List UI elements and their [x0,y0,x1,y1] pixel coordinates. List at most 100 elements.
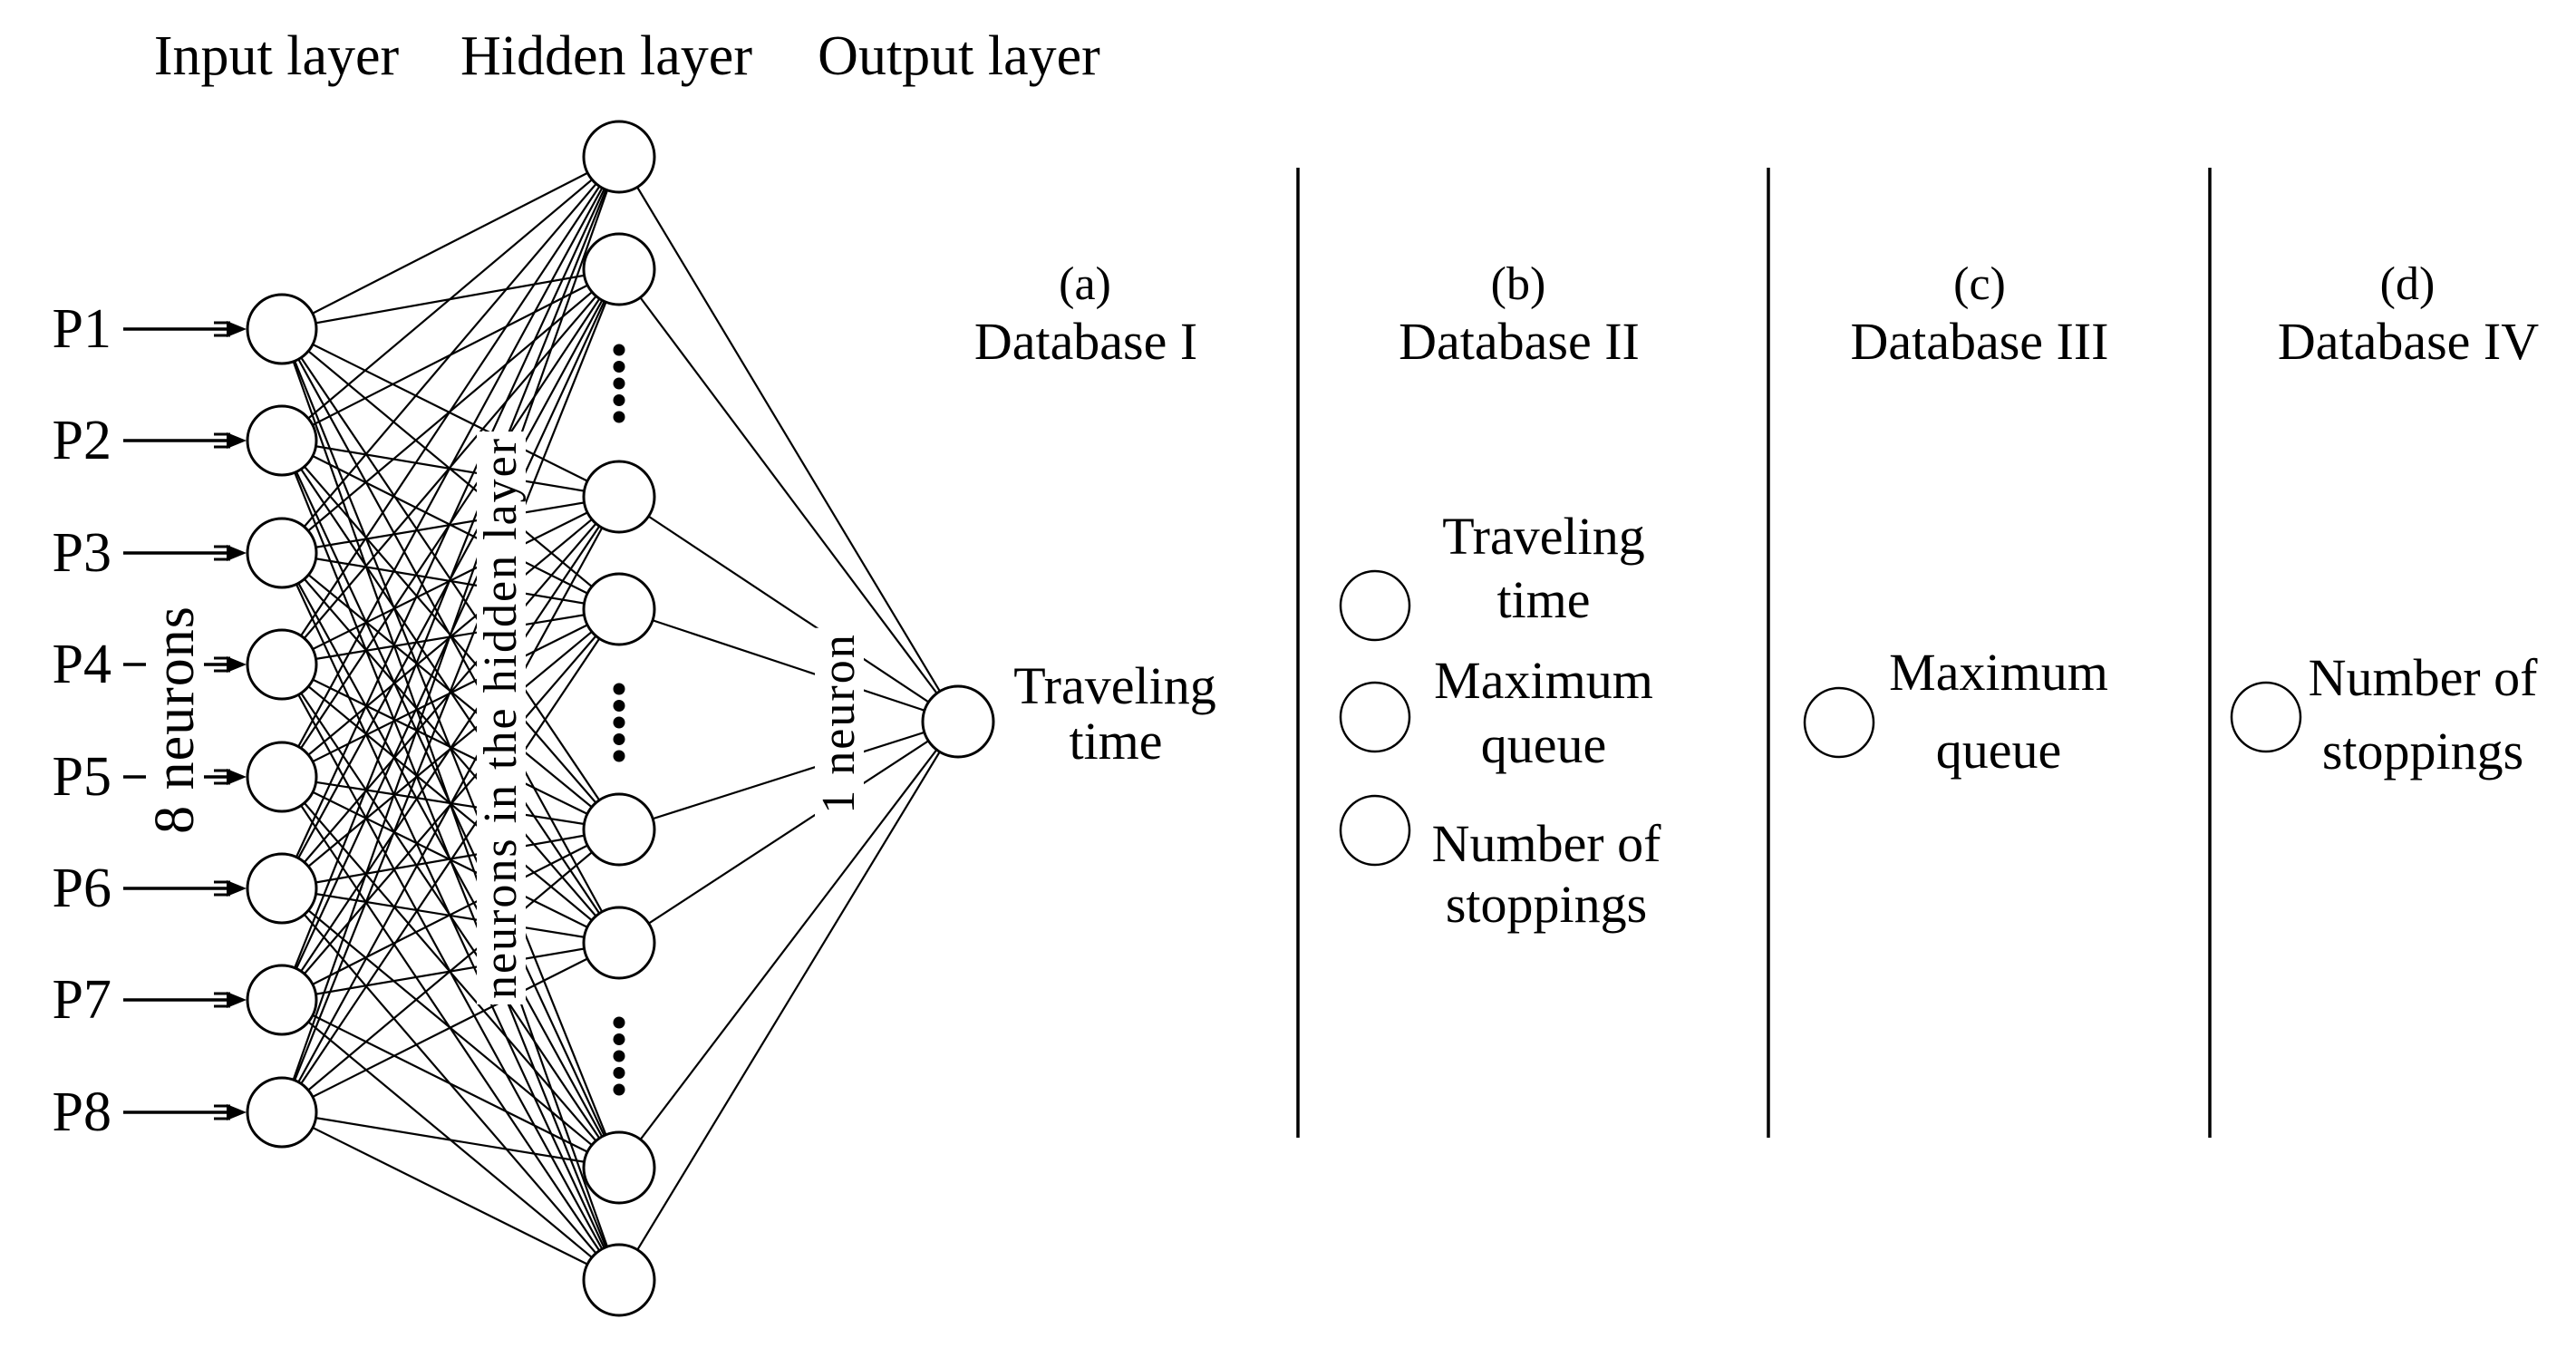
connection-line [281,608,620,1113]
output-label-line1: Traveling [1013,656,1216,715]
hidden-node [582,460,656,534]
connection-line [281,328,620,498]
connection-line [618,721,959,944]
section-item-label-line1: Maximum [1434,651,1653,710]
section-a-letter: (a) [1059,258,1111,310]
connection-line [618,496,959,722]
input-arrowhead-icon [227,432,247,449]
input-node-label: P7 [52,969,111,1031]
section-item-node [2230,681,2302,753]
input-node-label: P6 [52,858,111,919]
hidden-node [582,232,656,306]
input-node-label: P3 [52,522,111,584]
section-item-node [1339,569,1411,642]
section-a-title: Database I [973,312,1198,371]
input-node [246,741,318,813]
hidden-layer-header: Hidden layer [460,25,752,87]
connection-line [281,496,620,1113]
input-node [246,1076,318,1149]
connection-line [281,1110,620,1169]
section-item-label-line2: queue [1935,721,2062,780]
connection-line [281,156,620,330]
input-node [246,293,318,365]
ellipsis-dot-icon [613,1033,625,1045]
section-item-label-line1: Traveling [1442,507,1645,566]
section-item-label-line1: Maximum [1889,643,2108,702]
connection-line [281,942,620,1113]
hidden-node [582,120,656,194]
ellipsis-dot-icon [613,700,625,712]
section-d-letter: (d) [2379,258,2436,310]
hidden-node [582,572,656,646]
ellipsis-dot-icon [613,377,625,390]
ellipsis-dot-icon [613,361,625,373]
connection-line [618,156,959,722]
hidden-node [582,1130,656,1205]
ellipsis-dot-icon [613,411,625,423]
input-node [246,628,318,701]
ellipsis-dot-icon [613,1067,625,1079]
connection-line [618,721,959,1281]
connection-line [618,720,959,831]
section-item-node [1803,686,1875,759]
ellipsis-dot-icon [613,750,625,762]
connection-line [281,829,620,1113]
section-b-title: Database II [1399,312,1640,371]
hidden-node [582,1243,656,1317]
hidden-count-annotation: neurons in the hidden layer [475,431,527,1005]
output-count-annotation: 1 neuron [813,627,865,819]
connection-line [281,829,620,1001]
section-b-letter: (b) [1490,258,1546,310]
output-label-line2: time [1069,712,1163,771]
input-layer-header: Input layer [153,25,400,87]
input-count-annotation: 8 neurons [144,600,206,839]
input-node [246,404,318,477]
input-node-label: P4 [52,634,111,695]
connection-line [281,156,620,665]
input-arrowhead-icon [227,1104,247,1120]
section-item-label-line2: stoppings [1445,875,1648,934]
section-item-node [1339,681,1411,753]
section-item-label-line2: time [1496,570,1591,629]
hidden-node [582,792,656,867]
section-item-node [1339,794,1411,867]
ellipsis-dot-icon [613,683,625,695]
connection-line [281,156,620,889]
connection-line [281,1111,620,1281]
input-arrowhead-icon [227,321,247,337]
section-c-letter: (c) [1953,258,2006,310]
input-arrowhead-icon [227,880,247,897]
ellipsis-dot-icon [613,1016,625,1029]
section-item-label-line1: Number of [2308,648,2538,707]
input-node-label: P1 [52,298,111,360]
connection-line [280,268,621,1113]
connection-line [281,999,620,1169]
connection-line [281,156,620,554]
section-d-title: Database IV [2277,312,2540,371]
section-item-label-line1: Number of [1431,814,1661,873]
input-arrowhead-icon [227,992,247,1008]
input-arrowhead-icon [227,769,247,785]
section-c-title: Database III [1850,312,2109,371]
connection-line [618,721,959,1169]
input-node-label: P5 [52,746,111,808]
input-node [246,852,318,925]
ellipsis-dot-icon [613,1050,625,1062]
connection-line [281,156,620,778]
section-item-label-line2: stoppings [2321,722,2524,781]
connection-line [281,156,620,441]
section-item-label-line2: queue [1480,715,1607,774]
ellipsis-dot-icon [613,733,625,745]
connection-line [618,607,959,723]
input-node [246,964,318,1036]
ellipsis-dot-icon [613,394,625,406]
connection-line [280,156,621,1113]
ellipsis-dot-icon [613,344,625,356]
input-arrowhead-icon [227,656,247,673]
connection-line [281,496,620,1001]
ellipsis-dot-icon [613,1083,625,1096]
input-arrowhead-icon [227,545,247,561]
ellipsis-dot-icon [613,716,625,729]
